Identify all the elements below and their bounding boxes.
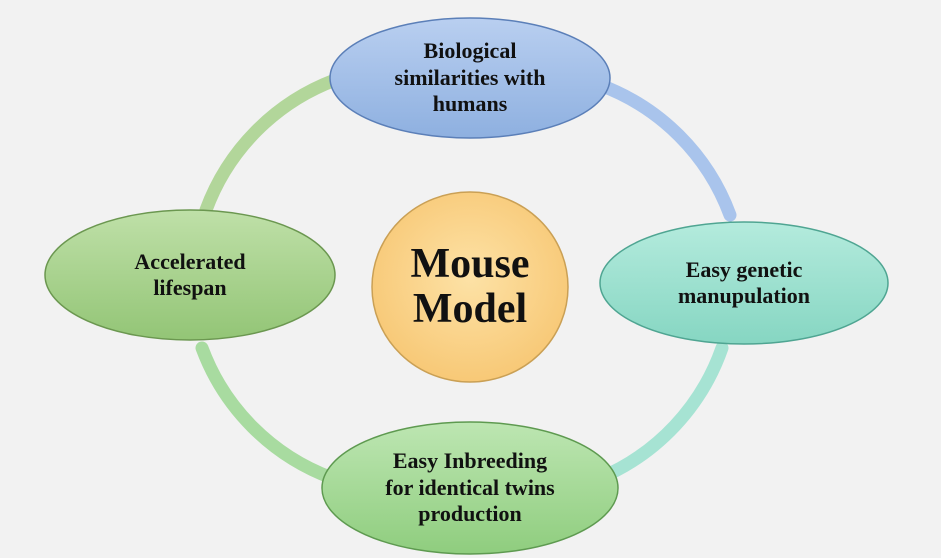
- ring-arc-left-top: [199, 73, 342, 217]
- center-circle: [371, 191, 569, 383]
- node-right-ellipse: [599, 221, 889, 345]
- node-top-label: Biological similarities with humans: [394, 38, 546, 117]
- ring-arc-right-bottom: [593, 341, 729, 485]
- center-title: Mouse Model: [410, 240, 530, 332]
- node-top-ellipse: [329, 17, 611, 139]
- node-bottom-ellipse: [321, 421, 619, 555]
- node-bottom-label: Easy Inbreeding for identical twins prod…: [385, 448, 555, 527]
- node-right-label: Easy genetic manupulation: [677, 256, 811, 308]
- ring-arc-bottom-left: [195, 341, 339, 485]
- ring-arc-top-right: [593, 78, 737, 222]
- node-left-ellipse: [44, 209, 336, 341]
- node-left-label: Accelerated lifespan: [134, 248, 246, 300]
